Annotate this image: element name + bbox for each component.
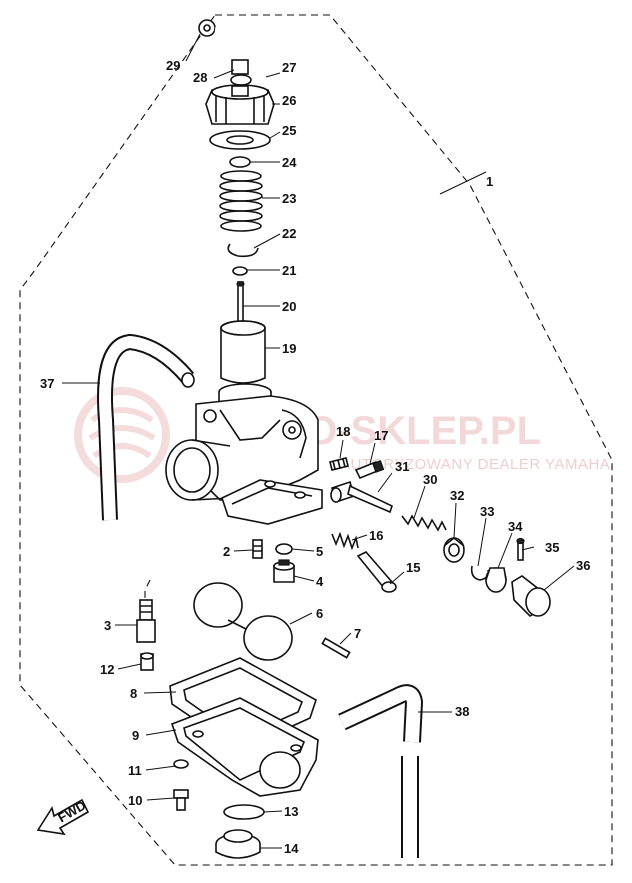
throttle-valve-part <box>220 320 266 384</box>
pilot-screw-part <box>329 457 349 471</box>
part-number-20: 20 <box>282 299 296 314</box>
valve-seat-part <box>140 652 154 671</box>
needle-clip-part <box>232 266 248 276</box>
part-number-2: 2 <box>223 544 230 559</box>
part-number-1: 1 <box>486 174 493 189</box>
part-number-21: 21 <box>282 263 296 278</box>
part-number-11: 11 <box>128 763 142 778</box>
carburetor-body-part <box>165 383 323 525</box>
part-number-9: 9 <box>132 728 139 743</box>
part-number-17: 17 <box>374 428 388 443</box>
spring-part <box>219 170 263 232</box>
starter-plunger-part <box>330 480 393 514</box>
part-number-32: 32 <box>450 488 464 503</box>
part-number-34: 34 <box>508 519 523 534</box>
part-number-31: 31 <box>395 459 409 474</box>
part-number-12: 12 <box>100 662 114 677</box>
watermark-logo-stripes <box>88 407 156 459</box>
bowl-screw-part <box>173 789 189 811</box>
part-number-35: 35 <box>545 540 559 555</box>
drain-plug-part <box>215 829 261 859</box>
needle-valve-part <box>136 579 156 643</box>
part-number-26: 26 <box>282 93 296 108</box>
part-number-19: 19 <box>282 341 296 356</box>
part-number-30: 30 <box>423 472 437 487</box>
main-jet-part <box>252 539 263 559</box>
part-number-28: 28 <box>193 70 207 85</box>
part-number-18: 18 <box>336 424 350 439</box>
starter-spring-part <box>401 514 447 532</box>
ring-part <box>229 156 251 168</box>
part-number-6: 6 <box>316 606 323 621</box>
starter-knob-part <box>511 575 551 618</box>
part-labels: 1 2 3 4 5 6 7 8 9 10 11 12 13 14 15 16 1… <box>40 58 590 856</box>
part-number-37: 37 <box>40 376 54 391</box>
jet-needle-part <box>236 281 245 323</box>
float-pin-part <box>321 637 351 659</box>
elbow-fitting-part <box>198 19 249 75</box>
part-number-3: 3 <box>104 618 111 633</box>
part-number-36: 36 <box>576 558 590 573</box>
idle-spring-part <box>331 531 359 551</box>
part-number-16: 16 <box>369 528 383 543</box>
part-number-25: 25 <box>282 123 296 138</box>
part-number-15: 15 <box>406 560 420 575</box>
part-number-5: 5 <box>316 544 323 559</box>
leader-lines <box>62 33 575 849</box>
float-part <box>193 582 293 661</box>
part-number-27: 27 <box>282 60 296 75</box>
screw-washer-part <box>173 759 189 769</box>
float-bowl-part <box>170 697 319 797</box>
washer-part <box>275 543 293 555</box>
overflow-hose-part <box>338 684 424 858</box>
float-bowl-gasket-inner <box>183 667 304 739</box>
gasket-part <box>209 130 271 150</box>
part-number-29: 29 <box>166 58 180 73</box>
part-number-22: 22 <box>282 226 296 241</box>
o-ring-part <box>223 804 265 820</box>
throttle-stop-screw-part <box>354 460 385 480</box>
part-number-33: 33 <box>480 504 494 519</box>
part-number-38: 38 <box>455 704 469 719</box>
vent-hose-left-part <box>97 333 195 521</box>
part-number-23: 23 <box>282 191 296 206</box>
part-number-13: 13 <box>284 804 298 819</box>
starter-cap-part <box>485 567 507 593</box>
watermark-subtitle: AUTORYZOWANY DEALER YAMAHA <box>340 456 610 473</box>
starter-nut-part <box>443 536 465 563</box>
fwd-arrow-icon: FWD <box>36 798 90 836</box>
part-number-7: 7 <box>354 626 361 641</box>
part-number-4: 4 <box>316 574 324 589</box>
part-number-24: 24 <box>282 155 297 170</box>
nut-part <box>230 74 252 86</box>
clip-part <box>227 243 259 258</box>
part-number-14: 14 <box>284 841 299 856</box>
air-screw-part <box>356 551 397 593</box>
mixing-chamber-top-part <box>205 84 275 125</box>
watermark-logo <box>74 387 170 483</box>
jet-holder-part <box>273 559 295 583</box>
part-number-8: 8 <box>130 686 137 701</box>
part-number-10: 10 <box>128 793 142 808</box>
